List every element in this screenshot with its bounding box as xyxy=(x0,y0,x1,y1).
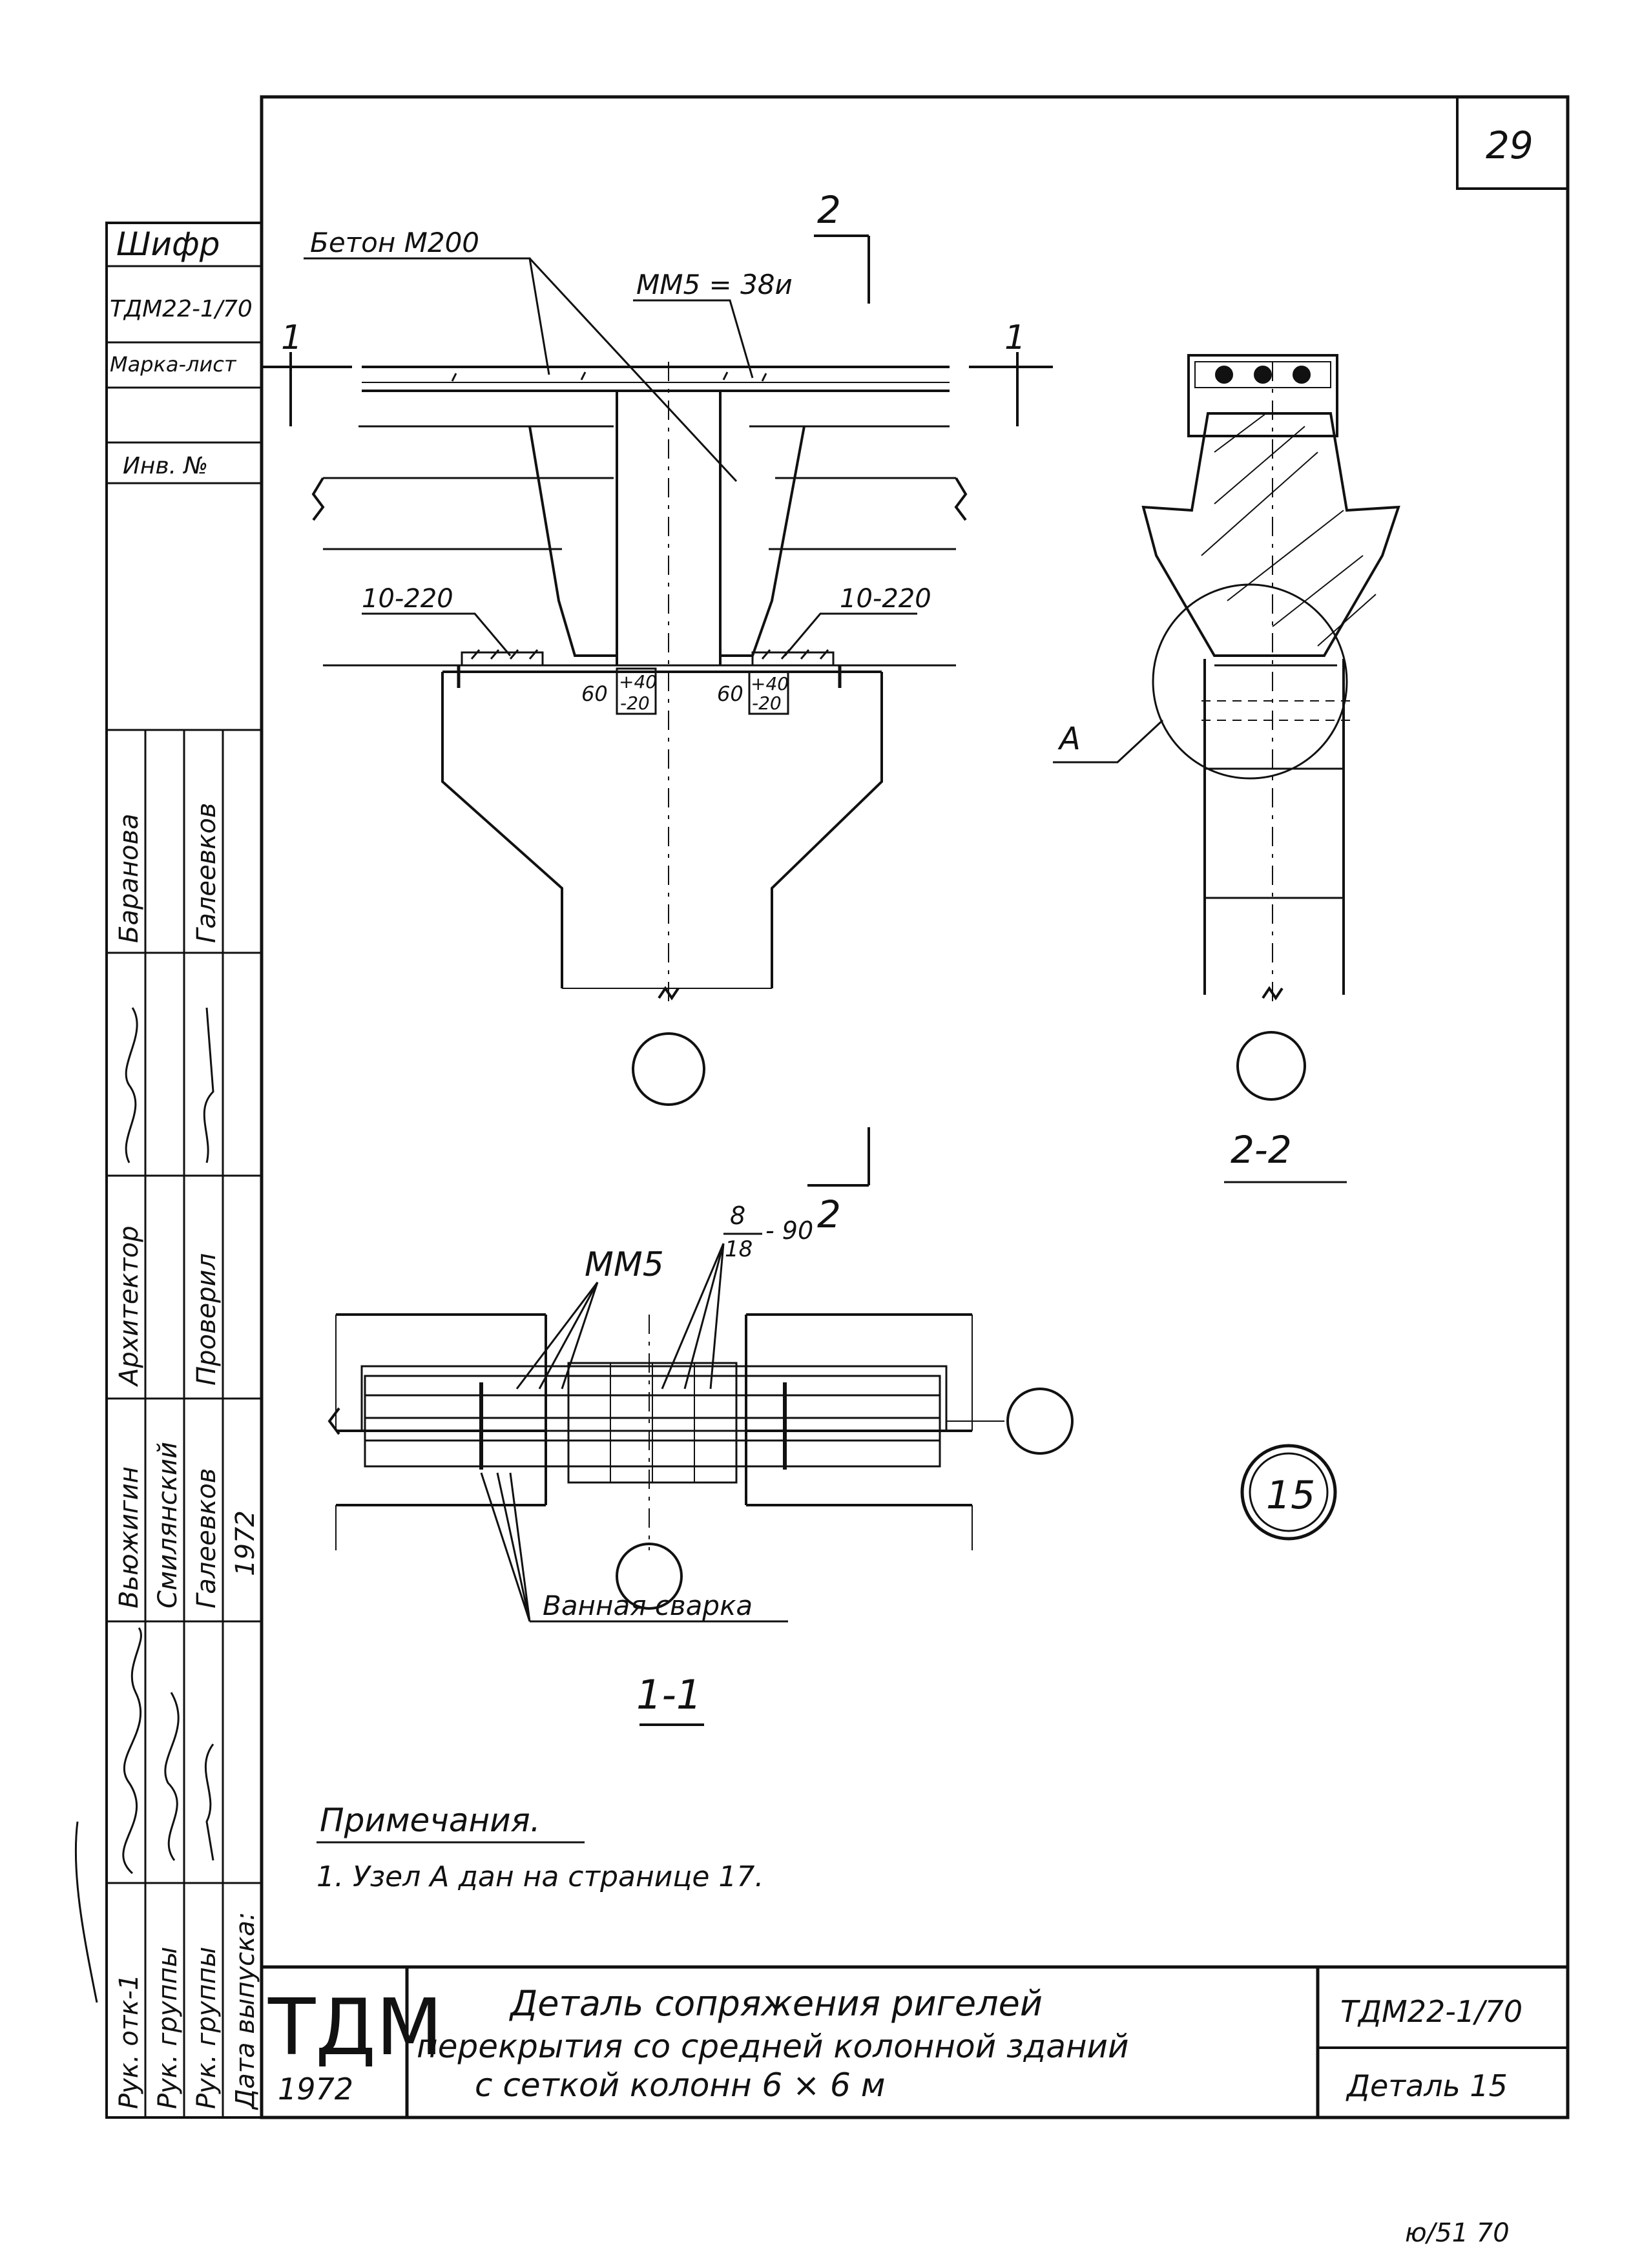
stamp-checked-name: Галеевков xyxy=(192,803,222,943)
tolerance-lower-right: -20 xyxy=(752,692,782,714)
notes-item-1: 1. Узел А дан на странице 17. xyxy=(317,1860,764,1893)
bottom-edge-note: ю/51 70 xyxy=(1405,2218,1510,2248)
detail-badge-number: 15 xyxy=(1266,1473,1315,1518)
stamp-role-3: Рук. группы xyxy=(192,1947,222,2109)
notes-heading: Примечания. xyxy=(320,1802,541,1839)
rebar-hatch xyxy=(451,371,829,660)
main-section-view xyxy=(262,234,1053,1187)
plan-view-title: 1-1 xyxy=(636,1671,701,1718)
concrete-label: Бетон М200 xyxy=(310,227,479,258)
cut-mark-2-top: 2 xyxy=(817,188,841,232)
title-line-2: перекрытия со средней колонной зданий xyxy=(417,2028,1129,2065)
side-view-title: 2-2 xyxy=(1231,1128,1292,1172)
plan-weld-label: Ванная сварка xyxy=(543,1590,753,1621)
title-line-1: Деталь сопряжения ригелей xyxy=(509,1983,1043,2024)
title-line-3: с сеткой колонн 6 × 6 м xyxy=(475,2066,885,2104)
stamp-sheet-mark-label: Марка-лист xyxy=(110,352,237,377)
cut-mark-2-bottom: 2 xyxy=(817,1192,841,1236)
gap-label-right: 60 xyxy=(717,681,743,706)
stamp-executor-1: Вьюжигин xyxy=(114,1466,144,1608)
stamp-cipher-label: Шифр xyxy=(116,225,220,263)
tolerance-upper-right: +40 xyxy=(751,673,789,694)
plan-mesh-label: ММ5 xyxy=(585,1245,664,1284)
title-block-logo: ТДМ xyxy=(267,1983,443,2073)
plan-rebar-bottom: 18 xyxy=(725,1236,753,1262)
stamp-architect-name: Баранова xyxy=(114,813,144,943)
detail-badge xyxy=(1240,1444,1337,1541)
stamp-executor-3: Галеевков xyxy=(192,1468,222,1608)
stamp-executor-4: 1972 xyxy=(231,1510,260,1576)
rebar-label-right: 10-220 xyxy=(840,584,931,614)
title-block-year: 1972 xyxy=(278,2072,353,2107)
plan-rebar-spacing: - 90 xyxy=(765,1216,813,1245)
stamp-role-1: Рук. отк-1 xyxy=(114,1974,144,2109)
title-block-code: ТДМ22-1/70 xyxy=(1340,1994,1522,2029)
cut-mark-1-right: 1 xyxy=(1004,318,1026,357)
gap-label-left: 60 xyxy=(581,681,608,706)
plan-rebar-top: 8 xyxy=(730,1202,745,1230)
side-stamp xyxy=(105,222,263,2119)
mesh-label-top: ММ5 = 38и xyxy=(636,269,793,300)
stamp-role-4: Дата выпуска: xyxy=(231,1912,260,2110)
title-block xyxy=(262,1965,1568,2117)
stamp-signatures xyxy=(74,1007,214,2003)
tolerance-lower-left: -20 xyxy=(620,692,650,714)
stamp-role-2: Рук. группы xyxy=(153,1947,183,2109)
stamp-checked-label: Проверил xyxy=(192,1253,222,1386)
stamp-inventory-label: Инв. № xyxy=(123,453,208,479)
tolerance-upper-left: +40 xyxy=(619,671,657,692)
plan-view xyxy=(327,1233,1074,1726)
side-section-view xyxy=(1053,354,1400,1183)
page-number: 29 xyxy=(1486,123,1533,167)
stamp-cipher-value: ТДМ22-1/70 xyxy=(110,296,253,322)
stamp-executor-2: Смилянский xyxy=(153,1442,183,1608)
title-block-detail: Деталь 15 xyxy=(1346,2068,1508,2103)
node-label: А xyxy=(1057,721,1081,757)
stamp-architect-label: Архитектор xyxy=(114,1225,144,1388)
rebar-label-left: 10-220 xyxy=(362,584,453,614)
cut-mark-1-left: 1 xyxy=(281,318,302,357)
